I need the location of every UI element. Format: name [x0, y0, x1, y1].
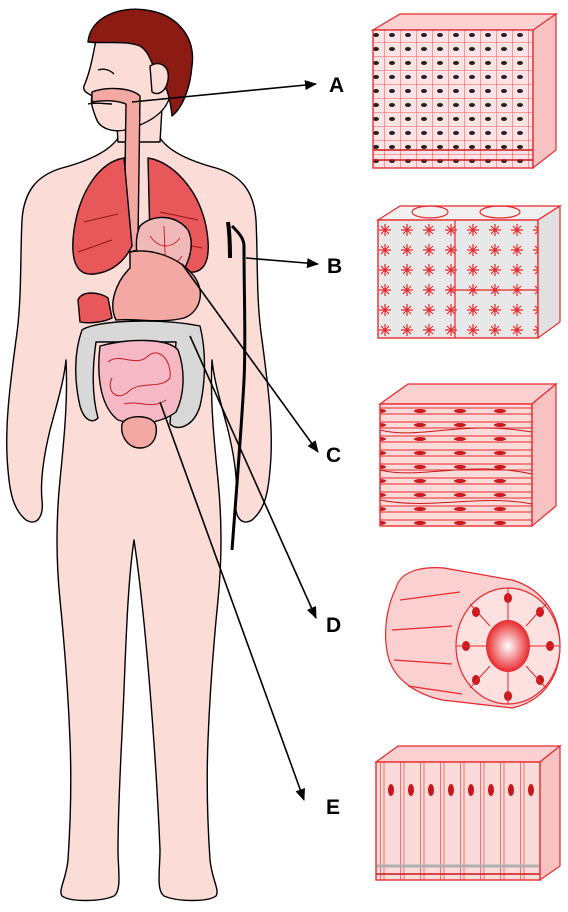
tissue-e-columnar-epithelium [376, 746, 560, 880]
label-c: C [326, 444, 341, 467]
tissue-a-stratified-epithelium [373, 14, 556, 168]
label-e: E [326, 796, 340, 819]
human-body [7, 9, 272, 900]
label-a: A [329, 74, 344, 97]
tissue-c-muscle-tissue [380, 384, 556, 526]
small-intestine [99, 340, 183, 423]
label-b: B [327, 255, 342, 278]
liver [78, 293, 112, 323]
tissue-b-connective-tissue [378, 206, 560, 338]
label-d: D [326, 614, 341, 637]
tissue-d-epithelial-tubule [386, 568, 560, 708]
